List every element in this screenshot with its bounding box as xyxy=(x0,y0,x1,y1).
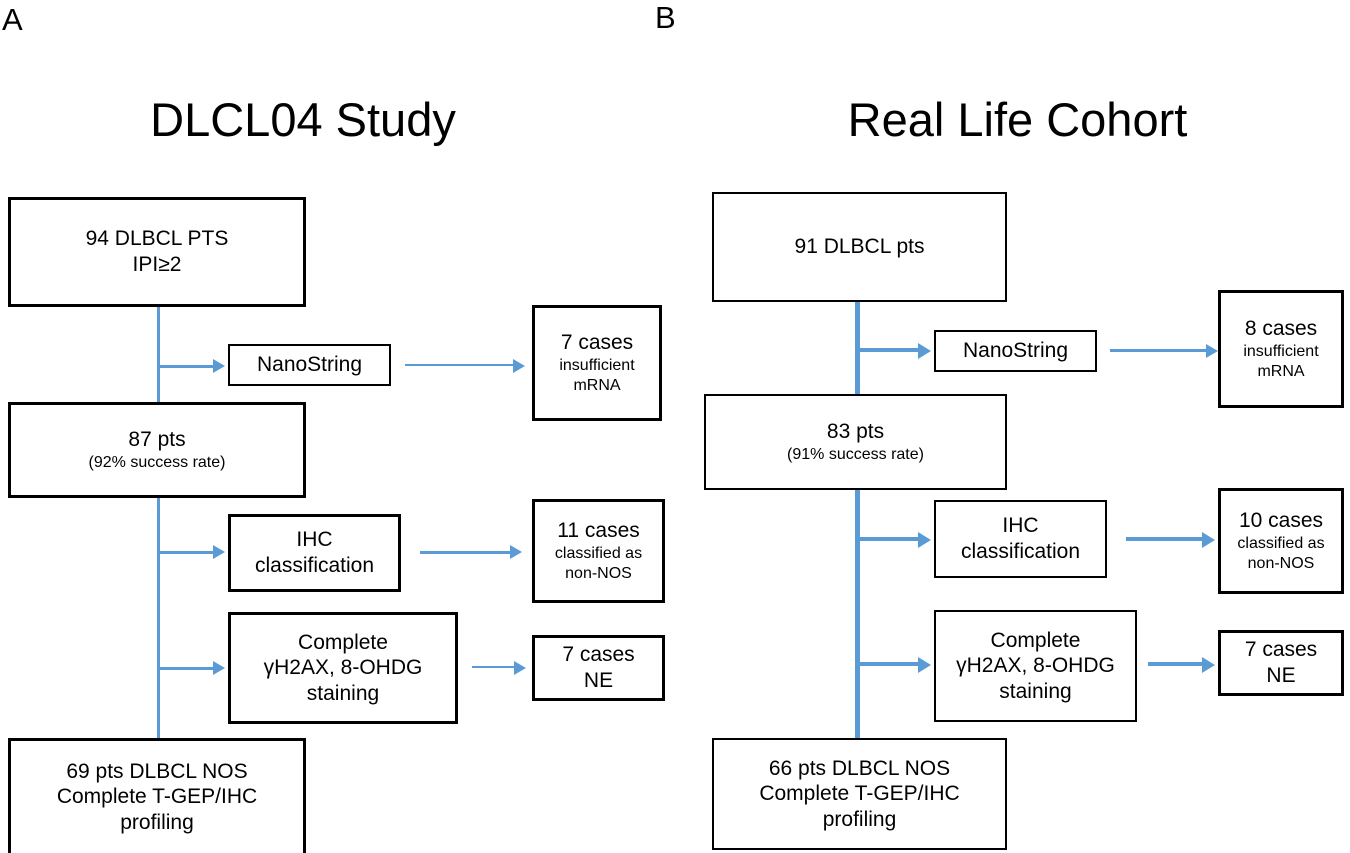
arrowhead-a-to-nanostring xyxy=(213,359,225,373)
node-b-staining-out-line1: 7 cases xyxy=(1244,638,1318,662)
connector-b-staining-out xyxy=(1148,662,1204,666)
panel-a-title: DLCL04 Study xyxy=(150,93,456,146)
node-b-staining-line1: Complete xyxy=(990,628,1081,652)
node-b-after-nanostring-line2: (91% success rate) xyxy=(787,445,924,463)
arrowhead-b-ihc-out xyxy=(1202,532,1215,548)
panel-a-letter: A xyxy=(2,2,23,37)
node-b-ihc-line2: classification xyxy=(960,540,1081,563)
node-a-staining-line1: Complete xyxy=(298,630,388,654)
node-a-ihc-out-line3: non-NOS xyxy=(565,564,632,582)
node-b-nanostring-out-line3: mRNA xyxy=(1257,362,1305,380)
connector-b-trunk-2 xyxy=(855,488,860,742)
node-b-ihc-out-line1: 10 cases xyxy=(1238,509,1324,533)
node-b-nanostring-label: NanoString xyxy=(962,339,1069,363)
node-a-nanostring-out-line3: mRNA xyxy=(573,376,621,394)
node-a-nanostring-out: 7 cases insufficient mRNA xyxy=(532,305,662,421)
node-a-staining-out-line1: 7 cases xyxy=(562,643,635,667)
arrowhead-a-staining-out xyxy=(514,661,526,675)
node-b-final-line1: 66 pts DLBCL NOS xyxy=(768,756,951,780)
node-a-staining-line3: staining xyxy=(306,681,380,705)
arrowhead-a-ihc-out xyxy=(510,545,522,559)
node-a-staining-out-line2: NE xyxy=(583,669,614,692)
node-a-staining-out: 7 cases NE xyxy=(532,635,665,701)
node-b-ihc-out-line3: non-NOS xyxy=(1247,554,1315,572)
node-a-final-line2: Complete T-GEP/IHC xyxy=(56,785,258,809)
node-a-nanostring: NanoString xyxy=(228,344,391,386)
connector-a-to-nanostring xyxy=(159,365,215,368)
connector-a-trunk-2 xyxy=(157,496,160,742)
node-b-after-nanostring: 83 pts (91% success rate) xyxy=(704,394,1007,490)
node-a-final-line3: profiling xyxy=(120,810,194,834)
node-a-start-line2: IPI≥2 xyxy=(132,253,182,276)
arrowhead-b-to-ihc xyxy=(918,532,931,548)
node-a-ihc-out-line2: classified as xyxy=(554,544,643,562)
panel-b-letter: B xyxy=(655,0,676,35)
node-a-ihc-line2: classification xyxy=(254,554,375,577)
connector-a-staining-out xyxy=(472,666,516,668)
connector-b-trunk-1 xyxy=(855,300,860,402)
arrowhead-b-staining-out xyxy=(1202,657,1215,673)
connector-b-nanostring-out xyxy=(1110,349,1208,352)
node-b-staining-out-line2: NE xyxy=(1266,664,1296,687)
node-b-after-nanostring-line1: 83 pts xyxy=(826,420,885,444)
arrowhead-b-to-nanostring xyxy=(918,343,931,359)
connector-b-ihc-out xyxy=(1126,537,1204,541)
node-a-ihc-line1: IHC xyxy=(296,528,333,552)
connector-a-to-ihc xyxy=(159,551,215,554)
node-b-nanostring-out-line2: insufficient xyxy=(1243,342,1319,360)
node-a-ihc-out: 11 cases classified as non-NOS xyxy=(532,499,665,603)
node-a-staining: Complete γH2AX, 8-OHDG staining xyxy=(228,612,458,724)
connector-a-trunk-1 xyxy=(157,305,160,410)
node-b-ihc-out-line2: classified as xyxy=(1237,534,1325,552)
node-a-after-nanostring-line1: 87 pts xyxy=(128,428,186,452)
node-a-after-nanostring-line2: (92% success rate) xyxy=(88,453,226,471)
node-b-start-line1: 91 DLBCL pts xyxy=(794,235,925,259)
node-b-nanostring-out-line1: 8 cases xyxy=(1244,317,1318,341)
connector-a-to-staining xyxy=(159,667,215,670)
node-a-final-line1: 69 pts DLBCL NOS xyxy=(66,759,248,783)
arrowhead-a-to-ihc xyxy=(213,545,225,559)
arrowhead-b-to-staining xyxy=(918,657,931,673)
node-b-nanostring: NanoString xyxy=(934,330,1097,372)
node-b-staining-out: 7 cases NE xyxy=(1218,630,1344,696)
arrowhead-a-to-staining xyxy=(213,661,225,675)
node-a-staining-line2: γH2AX, 8-OHDG xyxy=(263,656,423,680)
node-a-start-line1: 94 DLBCL PTS xyxy=(85,227,229,251)
node-a-start: 94 DLBCL PTS IPI≥2 xyxy=(8,197,306,307)
arrowhead-b-nanostring-out xyxy=(1206,344,1218,358)
node-b-final: 66 pts DLBCL NOS Complete T-GEP/IHC prof… xyxy=(712,738,1007,850)
connector-a-ihc-out xyxy=(420,551,512,554)
node-a-ihc: IHC classification xyxy=(228,514,401,592)
arrowhead-a-nanostring-out xyxy=(513,359,525,373)
node-a-ihc-out-line1: 11 cases xyxy=(557,519,640,543)
node-a-nanostring-label: NanoString xyxy=(256,353,363,377)
node-b-ihc-out: 10 cases classified as non-NOS xyxy=(1218,488,1344,594)
connector-b-to-nanostring xyxy=(858,348,920,352)
node-a-final: 69 pts DLBCL NOS Complete T-GEP/IHC prof… xyxy=(8,738,306,853)
connector-b-to-ihc xyxy=(858,537,920,541)
node-b-final-line2: Complete T-GEP/IHC xyxy=(759,782,960,806)
connector-b-to-staining xyxy=(858,662,920,666)
node-b-ihc-line1: IHC xyxy=(1002,514,1039,538)
node-b-ihc: IHC classification xyxy=(934,500,1107,578)
node-a-nanostring-out-line2: insufficient xyxy=(559,356,635,374)
node-b-start: 91 DLBCL pts xyxy=(712,192,1007,302)
node-b-staining-line2: γH2AX, 8-OHDG xyxy=(956,654,1115,678)
node-b-staining: Complete γH2AX, 8-OHDG staining xyxy=(934,610,1137,722)
node-b-final-line3: profiling xyxy=(822,807,897,831)
node-a-after-nanostring: 87 pts (92% success rate) xyxy=(8,402,306,498)
connector-a-nanostring-out xyxy=(405,364,515,366)
node-a-nanostring-out-line1: 7 cases xyxy=(560,331,634,355)
node-b-nanostring-out: 8 cases insufficient mRNA xyxy=(1218,290,1344,408)
node-b-staining-line3: staining xyxy=(999,679,1072,703)
panel-b-title: Real Life Cohort xyxy=(847,93,1188,146)
